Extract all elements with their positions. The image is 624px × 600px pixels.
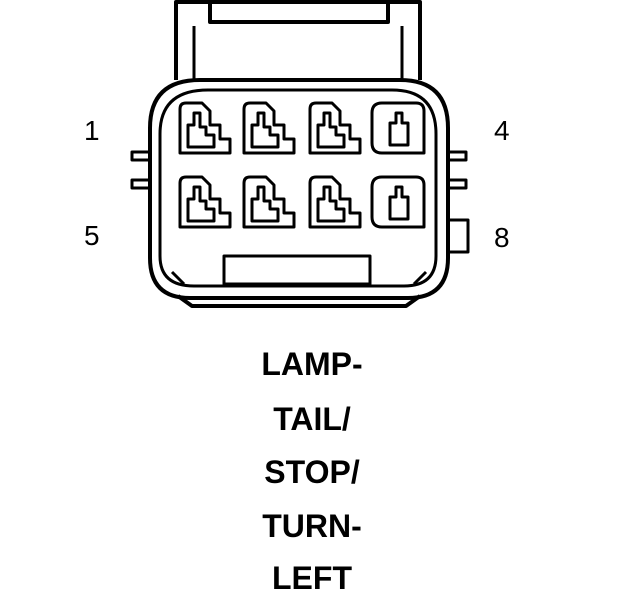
connector-latch-inner — [208, 4, 390, 24]
caption-line-4: TURN- — [262, 508, 362, 544]
pin-label-1: 1 — [84, 115, 100, 146]
side-tab-right-upper — [446, 150, 468, 162]
connector-skirt — [176, 294, 422, 308]
key-block — [446, 218, 470, 254]
side-tab-right-lower — [446, 178, 468, 190]
caption-line-5: LEFT — [272, 560, 352, 596]
terminal-cavity-4 — [370, 101, 426, 155]
terminal-cavity-8 — [370, 175, 426, 229]
connector-latch — [174, 0, 422, 80]
keyway-slot — [222, 254, 372, 286]
connector-face — [158, 88, 438, 288]
terminal-cavity-7 — [308, 175, 362, 229]
pin-label-5: 5 — [84, 220, 100, 251]
pin-label-4: 4 — [494, 115, 510, 146]
side-tab-left-lower — [130, 178, 152, 190]
connector-outer-shell — [148, 78, 450, 300]
terminal-cavity-3 — [308, 101, 362, 155]
pin-label-8: 8 — [494, 222, 510, 253]
terminal-cavity-2 — [242, 101, 296, 155]
terminal-cavity-6 — [242, 175, 296, 229]
caption-line-3: STOP/ — [264, 454, 360, 490]
side-tab-left-upper — [130, 150, 152, 162]
terminal-cavity-5 — [178, 175, 232, 229]
caption-line-2: TAIL/ — [273, 401, 351, 437]
terminal-cavity-1 — [178, 101, 232, 155]
caption-line-1: LAMP- — [261, 346, 363, 382]
